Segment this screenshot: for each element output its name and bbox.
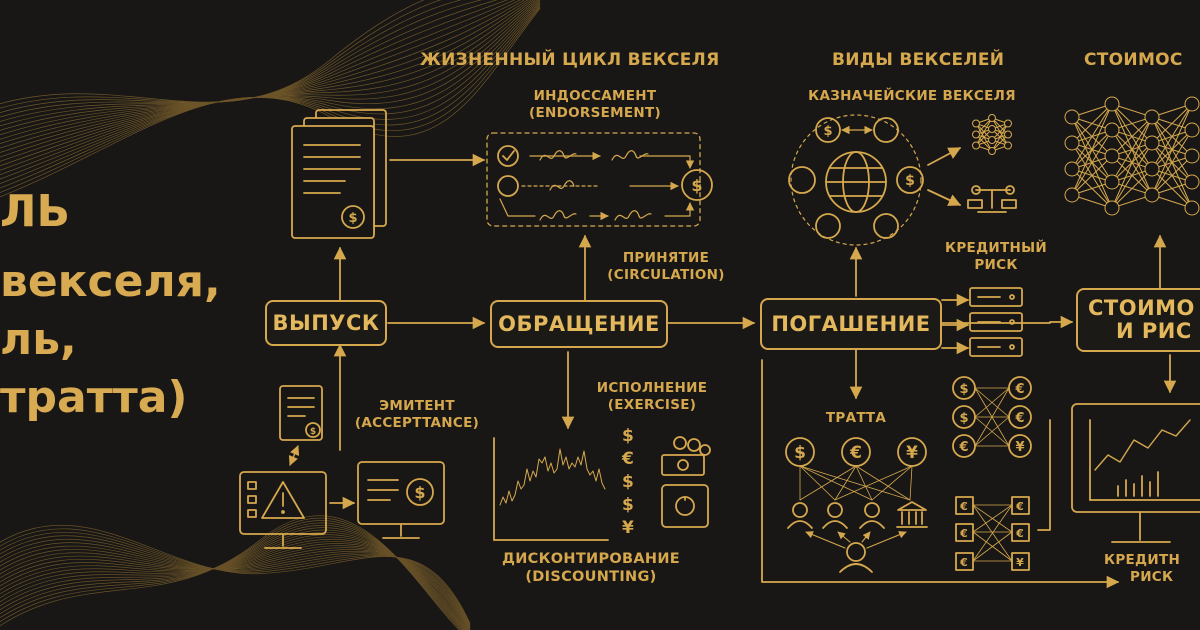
warning-monitor-icon [239, 471, 327, 549]
currency-symbol: $ [622, 426, 635, 446]
currency-symbol: $ [622, 495, 635, 515]
svg-text:€: € [959, 556, 968, 569]
svg-text:$: $ [794, 443, 806, 463]
arrow-redemption-to-value [941, 315, 1074, 329]
endorsement-box [486, 132, 701, 227]
dollar-coin-icon [681, 169, 713, 201]
title-line-1: ЛЬ [0, 186, 71, 237]
candlestick-chart-icon [493, 437, 609, 541]
coin-dollar-glyph: $ [691, 176, 702, 195]
svg-text:€: € [1014, 411, 1024, 426]
decorative-waves-top [0, 0, 541, 198]
coin-dollar-glyph: $ [348, 211, 357, 226]
header-lifecycle: ЖИЗНЕННЫЙ ЦИКЛ ВЕКСЕЛЯ [420, 50, 720, 70]
label-credit-risk: КРЕДИТНЫЙ РИСК [932, 240, 1060, 274]
neural-network-icon [1064, 96, 1200, 216]
scales-icon [967, 185, 1017, 213]
stage-circulation-box[interactable]: ОБРАЩЕНИЕ [490, 300, 668, 348]
svg-text:¥: ¥ [1015, 440, 1024, 455]
svg-text:€: € [959, 527, 968, 540]
label-issuer: ЭМИТЕНТ (ACCEPTTANCE) [344, 398, 490, 432]
forward-icon [497, 175, 519, 197]
tratta-network-icon [785, 437, 928, 573]
label-exercise: ИСПОЛНЕНИЕ (EXERCISE) [582, 380, 722, 414]
payment-monitor-icon [357, 461, 445, 539]
stage-value-risk-line2: И РИС [1116, 319, 1192, 343]
decorative-waves-bottom [0, 515, 471, 630]
svg-text:¥: ¥ [1016, 556, 1024, 569]
svg-text:€: € [1015, 527, 1024, 540]
label-exercise-en: (EXERCISE) [607, 396, 697, 413]
server-rack-icon [969, 287, 1023, 357]
contract-document-icon [279, 385, 323, 441]
svg-text:€: € [959, 500, 968, 513]
label-credit-risk-2: РИСК [974, 256, 1018, 273]
stage-value-risk-box[interactable]: СТОИМО И РИС [1076, 288, 1200, 352]
stage-redemption-box[interactable]: ПОГАШЕНИЕ [760, 298, 942, 350]
monitor-chart-icon [1071, 403, 1200, 543]
label-credit-risk-bottom-2: РИСК [1130, 568, 1174, 585]
label-acceptance-ru: ПРИНЯТИЕ [622, 250, 710, 266]
svg-text:€: € [958, 440, 968, 455]
svg-text:€: € [1014, 382, 1024, 397]
document-stack-icon [291, 109, 387, 239]
label-endorsement-en: (ENDORSEMENT) [529, 104, 661, 121]
signature-icon [539, 150, 577, 161]
label-credit-risk-bottom: КРЕДИТН РИСК [1104, 552, 1200, 586]
arrow-bottom-loop [761, 359, 1120, 589]
label-tratta: ТРАТТА [825, 410, 887, 426]
label-exercise-ru: ИСПОЛНЕНИЕ [596, 380, 708, 396]
label-credit-risk-1: КРЕДИТНЫЙ [945, 240, 1047, 256]
svg-text:$: $ [823, 124, 832, 139]
svg-text:$: $ [959, 411, 968, 426]
currency-symbol: € [622, 449, 635, 469]
label-endorsement-ru: ИНДОССАМЕНТ [533, 88, 657, 104]
safe-icon [661, 484, 709, 528]
label-acceptance: ПРИНЯТИЕ (CIRCULATION) [596, 250, 736, 284]
people-icon [846, 542, 866, 562]
stage-issue-box[interactable]: ВЫПУСК [265, 300, 387, 346]
label-discounting-en: (DISCOUNTING) [525, 569, 657, 586]
stage-value-risk-line1: СТОИМО [1088, 295, 1195, 320]
neural-network-small-icon [972, 114, 1012, 155]
title-line-4: тратта) [0, 372, 188, 423]
svg-text:$: $ [959, 382, 968, 397]
label-treasury: КАЗНАЧЕЙСКИЕ ВЕКСЕЛЯ [808, 88, 1016, 104]
label-endorsement: ИНДОССАМЕНТ (ENDORSEMENT) [510, 88, 680, 122]
currency-exchange-icon [952, 376, 1032, 458]
svg-text:$: $ [414, 483, 425, 502]
svg-text:¥: ¥ [906, 443, 918, 463]
label-issuer-ru: ЭМИТЕНТ [379, 398, 455, 414]
svg-text:€: € [849, 443, 862, 463]
title-line-2: векселя, [0, 256, 221, 307]
header-types: ВИДЫ ВЕКСЕЛЕЙ [832, 50, 1005, 70]
currency-grid-icon [955, 496, 1030, 571]
svg-text:€: € [1015, 500, 1024, 513]
label-credit-risk-bottom-1: КРЕДИТН [1104, 552, 1181, 568]
globe-network-icon [788, 114, 924, 246]
label-acceptance-en: (CIRCULATION) [607, 266, 725, 283]
connector-right [1037, 419, 1051, 531]
label-discounting-ru: ДИСКОНТИРОВАНИЕ [502, 551, 680, 567]
svg-text:$: $ [905, 173, 915, 189]
currency-symbol: ¥ [622, 518, 635, 538]
cash-stack-icon [661, 436, 711, 476]
currency-symbol: $ [622, 472, 635, 492]
check-icon [497, 145, 519, 167]
label-issuer-en: (ACCEPTTANCE) [354, 414, 480, 431]
svg-text:$: $ [310, 427, 316, 437]
title-line-3: ль, [0, 314, 77, 365]
label-discounting: ДИСКОНТИРОВАНИЕ (DISCOUNTING) [484, 550, 698, 586]
bank-icon [896, 501, 928, 528]
header-value: СТОИМОС [1084, 50, 1183, 70]
